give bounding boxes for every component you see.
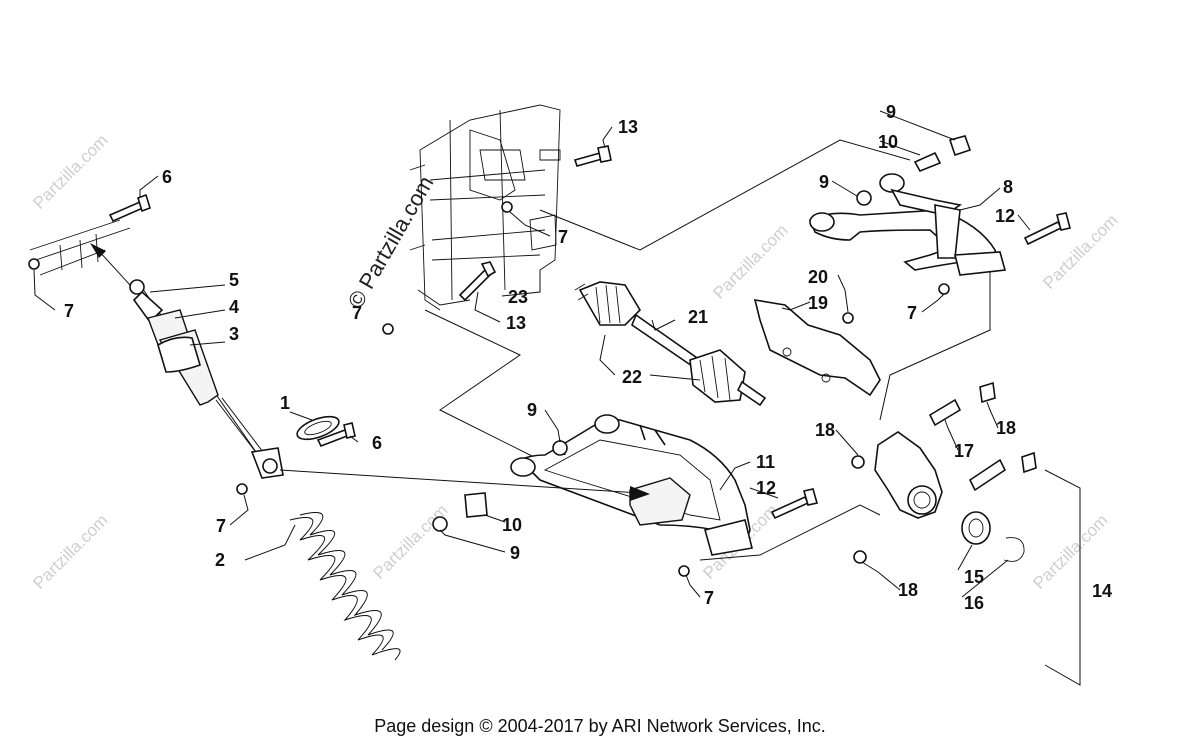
callout-5: 5 (229, 270, 239, 290)
reference-outline (870, 270, 991, 421)
callout-7: 7 (704, 588, 714, 608)
callout-19: 19 (808, 293, 828, 313)
watermark-text: Partzilla.com (29, 131, 111, 213)
callout-12: 12 (756, 478, 776, 498)
callout-8: 8 (1003, 177, 1013, 197)
callout-labels: 1 2 3 4 5 6 6 7 7 7 7 7 7 8 9 9 9 9 10 1… (64, 102, 1112, 613)
frame-section (382, 104, 561, 335)
drive-axle (574, 281, 767, 407)
callout-14: 14 (1092, 581, 1112, 601)
callout-21: 21 (688, 307, 708, 327)
watermark-main-text: © Partzilla.com (343, 172, 439, 313)
callout-20: 20 (808, 267, 828, 287)
watermark-text: Partzilla.com (29, 511, 111, 593)
callout-6: 6 (372, 433, 382, 453)
callout-16: 16 (964, 593, 984, 613)
reference-outline (539, 139, 911, 251)
spring-retainer (296, 415, 340, 441)
callout-10: 10 (502, 515, 522, 535)
callout-22: 22 (622, 367, 642, 387)
callout-7: 7 (558, 227, 568, 247)
callout-1: 1 (280, 393, 290, 413)
bolt (573, 145, 612, 167)
bolt (108, 193, 151, 223)
callout-9: 9 (527, 400, 537, 420)
direction-arrow (279, 469, 650, 501)
callout-18: 18 (898, 580, 918, 600)
callout-10: 10 (878, 132, 898, 152)
callout-11: 11 (756, 452, 775, 472)
coil-spring (289, 512, 401, 661)
callout-2: 2 (215, 550, 225, 570)
bolt (458, 261, 497, 302)
spring-retainer (304, 420, 332, 436)
callout-3: 3 (229, 324, 239, 344)
callout-18: 18 (996, 418, 1016, 438)
upper-a-arm (808, 135, 1071, 295)
lower-a-arm (432, 414, 819, 577)
watermark-text: Partzilla.com (1039, 211, 1121, 293)
watermark-text: Partzilla.com (709, 221, 791, 303)
reference-outline (699, 504, 881, 561)
assembly-bracket (1044, 469, 1081, 686)
bolt (316, 422, 356, 448)
callout-7: 7 (64, 301, 74, 321)
watermark-text: Partzilla.com (369, 501, 451, 583)
heat-shield (753, 299, 881, 397)
callout-7: 7 (907, 303, 917, 323)
callout-17: 17 (954, 441, 974, 461)
reference-outline (424, 309, 541, 461)
callout-4: 4 (229, 297, 239, 317)
callout-18: 18 (815, 420, 835, 440)
leader-lines (33, 110, 1031, 598)
callout-7: 7 (216, 516, 226, 536)
callout-9: 9 (819, 172, 829, 192)
shock-absorber (129, 279, 284, 495)
callout-15: 15 (964, 567, 984, 587)
callout-23: 23 (508, 287, 528, 307)
callout-13: 13 (506, 313, 526, 333)
callout-9: 9 (886, 102, 896, 122)
callout-13: 13 (618, 117, 638, 137)
callout-7: 7 (352, 303, 362, 323)
callout-6: 6 (162, 167, 172, 187)
callout-12: 12 (995, 206, 1015, 226)
direction-arrow (90, 243, 131, 286)
steering-knuckle (851, 381, 1037, 564)
callout-9: 9 (510, 543, 520, 563)
page-footer: Page design © 2004-2017 by ARI Network S… (374, 716, 826, 736)
chassis-bracket-top-left (28, 219, 131, 276)
